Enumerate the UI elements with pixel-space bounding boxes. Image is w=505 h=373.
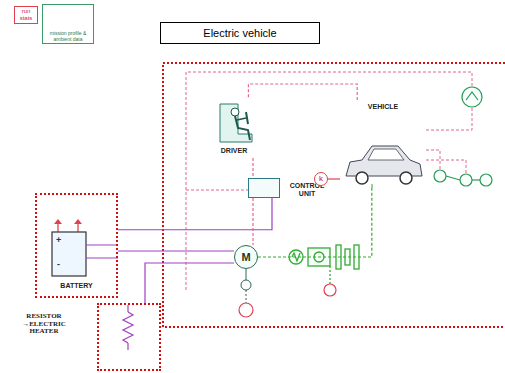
wire-connector (118, 198, 272, 230)
node-label: mission profile & ambient data (43, 31, 93, 42)
resistor-symbol (123, 305, 133, 350)
run-stats-icon: run stats (14, 6, 38, 24)
wire-connector (258, 188, 372, 257)
node-label: k (319, 175, 323, 184)
car-figure (346, 146, 422, 188)
sensor-icons (434, 87, 492, 186)
signal-wires (186, 72, 472, 290)
motor-accessories (239, 269, 253, 317)
wire-connector (248, 84, 357, 100)
wire-connector (252, 158, 253, 178)
title-box: Electric vehicle (160, 22, 320, 44)
gain-circle: k (314, 172, 328, 186)
heater-box: RESISTOR →ELECTRIC HEATER (97, 303, 161, 371)
terminal-plus: + (56, 236, 61, 245)
vehicle-block: VEHICLE (340, 100, 426, 188)
mission-profile-icon: mission profile & ambient data (42, 4, 94, 44)
driver-figure (220, 104, 252, 142)
title-text: Electric vehicle (203, 27, 276, 39)
wire-connector (252, 198, 253, 245)
node-label: DRIVER (221, 147, 247, 155)
motor-circle: M (234, 245, 258, 269)
node-label: M (241, 251, 250, 263)
driveline (289, 245, 359, 284)
battery-symbol (52, 219, 118, 276)
wire-connector (145, 263, 234, 303)
node-label: VEHICLE (368, 103, 398, 111)
input-circle (324, 284, 336, 296)
wire-connector (328, 178, 340, 179)
control-unit: CONTROL UNIT (248, 178, 280, 198)
wire-connector (118, 250, 234, 251)
node-label: RESISTOR →ELECTRIC HEATER (7, 313, 81, 336)
terminal-minus: - (57, 260, 60, 269)
driver-block: DRIVER (210, 98, 258, 158)
region-outline (163, 63, 505, 327)
node-label: BATTERY (60, 282, 92, 290)
node-label: run stats (15, 8, 37, 21)
battery-box: BATTERY (35, 193, 118, 298)
